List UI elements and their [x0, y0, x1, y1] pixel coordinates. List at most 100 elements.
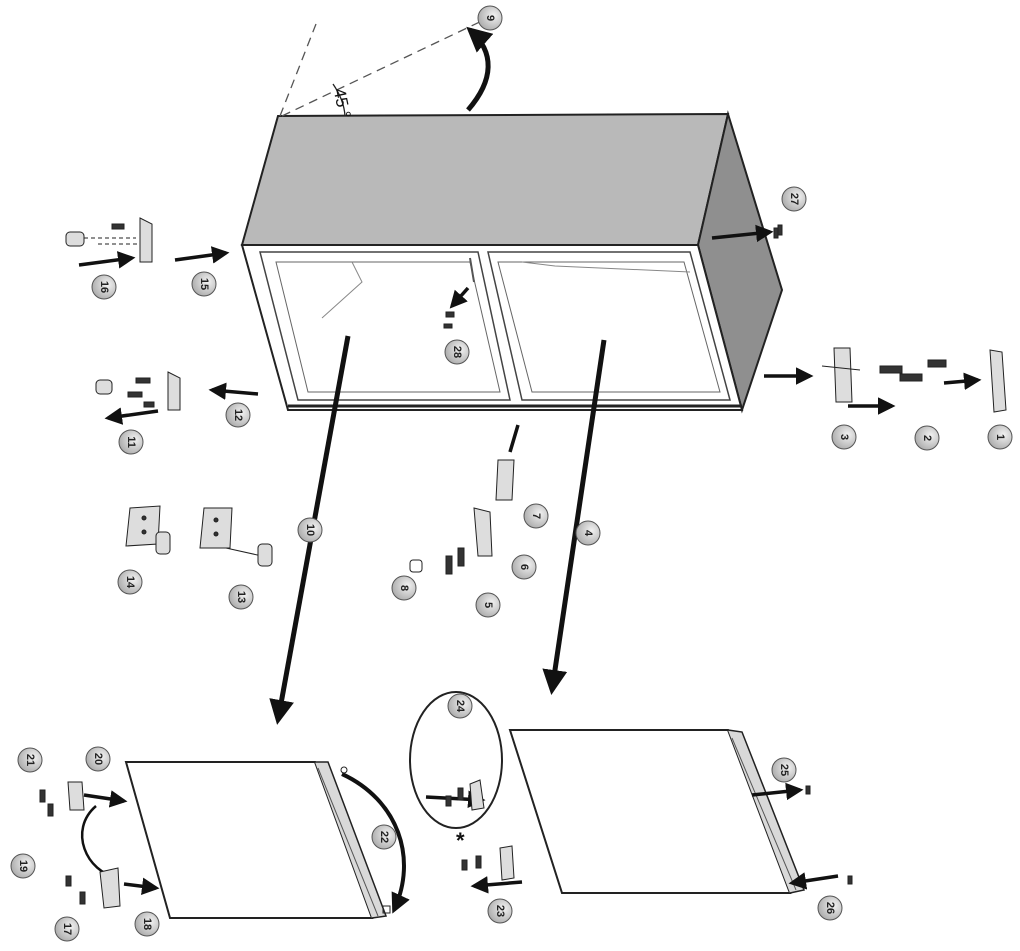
callout-8: 8: [391, 575, 417, 601]
callout-number: 11: [125, 436, 137, 448]
callout-circle: [54, 916, 80, 942]
callout-22: 22: [371, 824, 397, 850]
asterisk-mark: *: [456, 828, 465, 853]
callout-circle: [391, 575, 417, 601]
callout-7: 7: [523, 503, 549, 529]
callout-circle: [371, 824, 397, 850]
callout-circle: [85, 746, 111, 772]
bottom-hinge-assembly-3: [821, 347, 1007, 413]
callout-number: 23: [494, 905, 506, 917]
hinge-part-27: [773, 224, 783, 239]
callout-circle: [831, 424, 857, 450]
hinge-part-11: [95, 371, 181, 411]
hinge-part-14: [125, 505, 171, 555]
callout-11: 11: [118, 429, 144, 455]
hinge-part-13: [199, 507, 273, 567]
callout-number: 20: [92, 753, 104, 765]
callout-10: 10: [297, 517, 323, 543]
callout-circle: [447, 693, 473, 719]
callout-number: 12: [232, 409, 244, 421]
left-door: [124, 761, 388, 919]
callout-27: 27: [781, 186, 807, 212]
callout-circle: [228, 584, 254, 610]
callout-circle: [134, 911, 160, 937]
callout-circle: [914, 425, 940, 451]
cabinet-front-face: [240, 244, 744, 411]
callout-circle: [17, 747, 43, 773]
callout-3: 3: [831, 424, 857, 450]
cabinet-top-face: [240, 112, 730, 246]
callout-15: 15: [191, 271, 217, 297]
callout-20: 20: [85, 746, 111, 772]
callout-circle: [523, 503, 549, 529]
callout-16: 16: [91, 274, 117, 300]
callout-circle: [444, 339, 470, 365]
callout-number: 14: [124, 576, 136, 589]
fridge-compartment: [487, 251, 731, 401]
callout-number: 16: [98, 281, 110, 293]
assembly-arrows: [78, 224, 982, 895]
callout-circle: [191, 271, 217, 297]
callout-21: 21: [17, 747, 43, 773]
callout-circle: [10, 853, 36, 879]
callout-number: 6: [518, 564, 530, 570]
freezer-compartment: [259, 251, 511, 401]
callout-2: 2: [914, 425, 940, 451]
callout-number: 13: [235, 591, 247, 603]
callout-number: 21: [24, 754, 36, 766]
callout-circle: [771, 757, 797, 783]
callout-number: 1: [994, 434, 1006, 440]
fridge-cabinet: [240, 110, 784, 414]
callout-number: 7: [530, 513, 542, 519]
callout-circle: [91, 274, 117, 300]
callout-number: 4: [582, 530, 594, 537]
callout-26: 26: [817, 895, 843, 921]
callout-number: 27: [788, 193, 800, 205]
callout-number: 19: [17, 860, 29, 872]
callout-circle: [575, 520, 601, 546]
right-door: [508, 729, 806, 894]
callout-circle: [781, 186, 807, 212]
door-hinge-parts-right: [445, 779, 853, 885]
hinge-part-28: [443, 311, 455, 329]
callout-25: 25: [771, 757, 797, 783]
tilt-indicator: 45 °: [279, 17, 494, 120]
callout-number: 18: [141, 918, 153, 930]
detail-inset: [409, 691, 503, 829]
tilt-arrow: [466, 26, 494, 112]
callout-28: 28: [444, 339, 470, 365]
callout-number: 8: [398, 585, 410, 591]
door-hinge-parts-left: [39, 766, 391, 914]
swap-arrow-22: [341, 772, 410, 914]
callout-number: 26: [824, 902, 836, 914]
callout-circle: [117, 569, 143, 595]
callout-6: 6: [511, 554, 537, 580]
hardware-parts: [39, 217, 1007, 914]
callout-number: 28: [451, 346, 463, 358]
hinge-part-16: [65, 217, 153, 263]
middle-hinge-parts-5-8: [409, 459, 515, 575]
callout-18: 18: [134, 911, 160, 937]
callout-number: 22: [378, 831, 390, 843]
callout-circle: [477, 5, 503, 31]
callout-circle: [511, 554, 537, 580]
callout-9: 9: [477, 5, 503, 31]
callout-13: 13: [228, 584, 254, 610]
callout-circle: [475, 592, 501, 618]
callout-number: 3: [838, 434, 850, 440]
callout-number: 2: [921, 435, 933, 441]
door-removal-arrow-4: [542, 339, 607, 695]
callout-circle: [118, 429, 144, 455]
callout-circle: [817, 895, 843, 921]
callout-23: 23: [487, 898, 513, 924]
callout-12: 12: [225, 402, 251, 428]
callout-5: 5: [475, 592, 501, 618]
callout-circle: [225, 402, 251, 428]
callout-19: 19: [10, 853, 36, 879]
callout-number: 24: [454, 700, 466, 713]
callout-24: 24: [447, 693, 473, 719]
callout-number: 5: [482, 602, 494, 608]
callout-number: 17: [61, 923, 73, 935]
